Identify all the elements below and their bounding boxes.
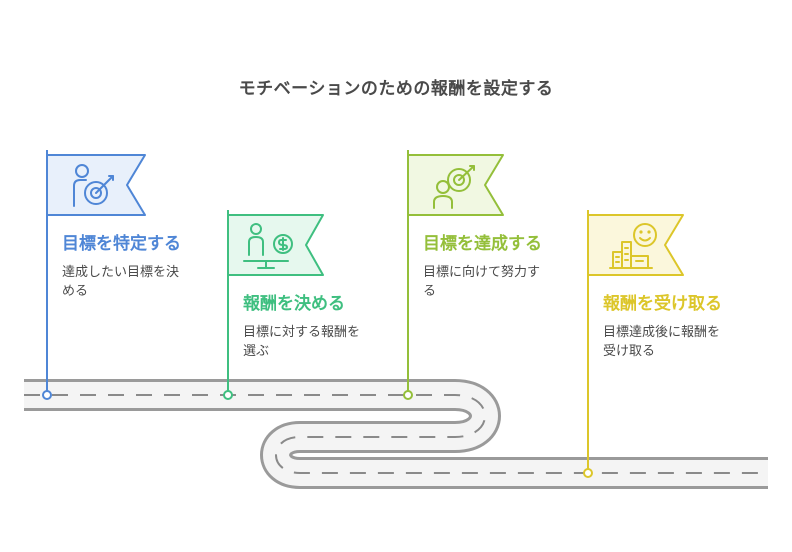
step-3-flag-cloth <box>407 154 504 216</box>
step-3-description: 目標に向けて努力す る <box>423 263 540 301</box>
step-1-flag <box>42 150 146 400</box>
step-4-marker <box>583 468 593 478</box>
step-3-description-line-2: る <box>423 284 437 299</box>
road-center-line <box>24 394 768 474</box>
page-title: モチベーションのための報酬を設定する <box>238 79 554 99</box>
step-4-flag <box>583 210 684 478</box>
step-1-description-line-1: 達成したい目標を決 <box>62 265 180 280</box>
step-2-title: 報酬を決める <box>243 294 345 314</box>
step-4-description-line-2: 受け取る <box>603 344 656 359</box>
step-1-flag-cloth <box>46 154 146 216</box>
step-4-title: 報酬を受け取る <box>603 294 722 314</box>
step-4-description-line-1: 目標達成後に報酬を <box>603 325 721 340</box>
step-3-title: 目標を達成する <box>423 234 542 254</box>
step-1-marker <box>42 390 52 400</box>
step-4-flag-cloth <box>587 214 684 276</box>
step-3-marker <box>403 390 413 400</box>
step-2-description-line-1: 目標に対する報酬を <box>243 325 361 340</box>
step-3-description-line-1: 目標に向けて努力す <box>423 265 541 280</box>
person-with-dartboard-icon <box>433 165 475 209</box>
step-2-flag-cloth <box>227 214 324 276</box>
person-with-target-icon <box>73 164 114 207</box>
step-2-marker <box>223 390 233 400</box>
step-2-description-line-2: 選ぶ <box>243 344 270 359</box>
smiling-sun-over-buildings-icon <box>609 223 657 269</box>
step-2-flag <box>223 210 324 400</box>
step-1-description: 達成したい目標を決 める <box>62 263 179 301</box>
step-3-flag <box>403 150 504 400</box>
step-4-description: 目標達成後に報酬を 受け取る <box>603 323 720 361</box>
step-1-title: 目標を特定する <box>62 234 181 254</box>
step-1-description-line-2: める <box>62 284 89 299</box>
step-2-description: 目標に対する報酬を 選ぶ <box>243 323 360 361</box>
person-with-coin-scale-icon <box>243 223 293 269</box>
road-surface <box>24 382 768 486</box>
